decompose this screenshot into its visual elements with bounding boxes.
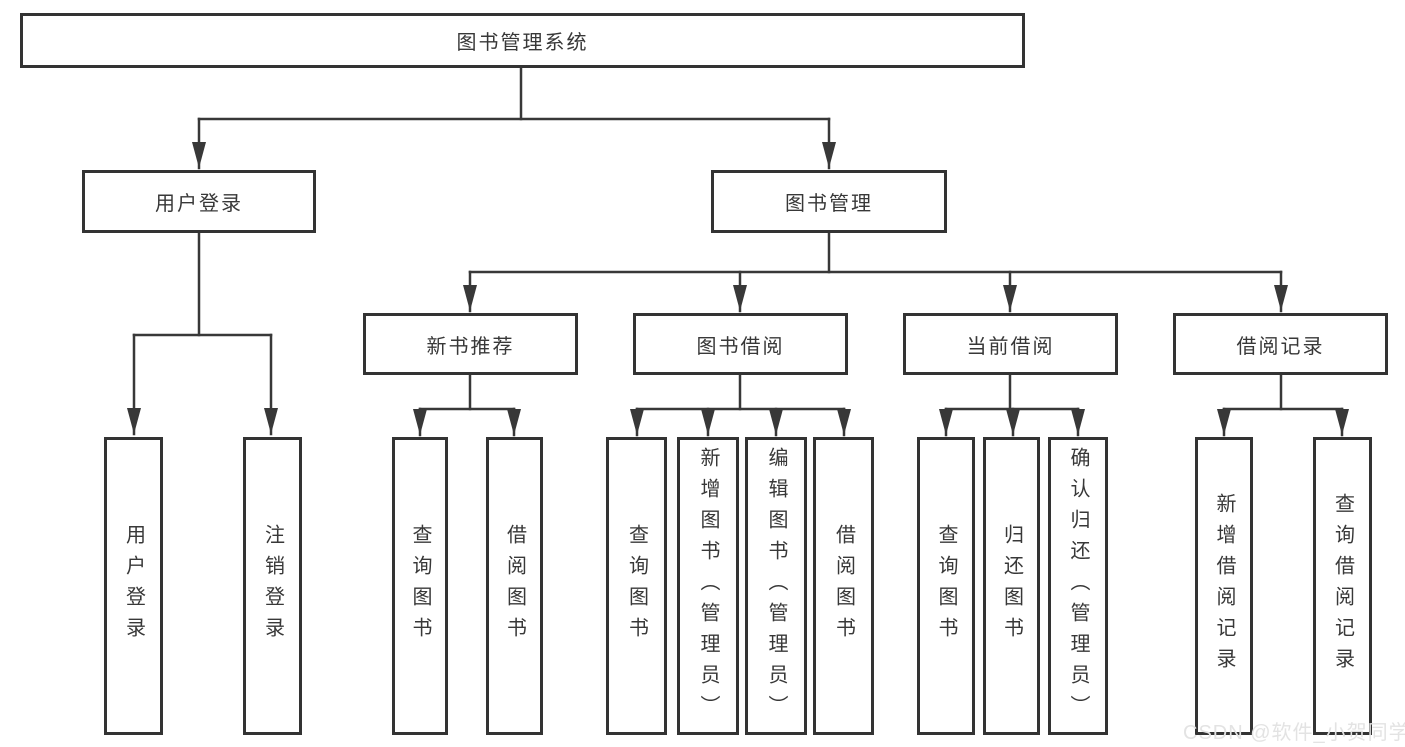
node-borrowing-records: 借阅记录 <box>1173 313 1388 375</box>
leaf-borrow-books-recommend: 借阅图书 <box>486 437 543 735</box>
leaf-user-login: 用户登录 <box>104 437 163 735</box>
leaf-query-books-recommend: 查询图书 <box>392 437 448 735</box>
leaf-add-books-admin: 新增图书（管理员） <box>677 437 739 735</box>
leaf-edit-books-admin: 编辑图书（管理员） <box>745 437 807 735</box>
node-book-management: 图书管理 <box>711 170 947 233</box>
csdn-watermark: CSDN @软件_小贺同学 <box>1183 722 1405 744</box>
node-library-system: 图书管理系统 <box>20 13 1025 68</box>
leaf-borrow-books-borrowing: 借阅图书 <box>813 437 874 735</box>
leaf-confirm-return-admin: 确认归还（管理员） <box>1048 437 1108 735</box>
leaf-add-borrow-record: 新增借阅记录 <box>1195 437 1253 735</box>
node-new-book-recommend: 新书推荐 <box>363 313 578 375</box>
node-user-login: 用户登录 <box>82 170 316 233</box>
leaf-query-books-current: 查询图书 <box>917 437 975 735</box>
leaf-query-borrow-record: 查询借阅记录 <box>1313 437 1372 735</box>
node-book-borrowing: 图书借阅 <box>633 313 848 375</box>
leaf-logout: 注销登录 <box>243 437 302 735</box>
node-current-borrowing: 当前借阅 <box>903 313 1118 375</box>
leaf-query-books-borrowing: 查询图书 <box>606 437 667 735</box>
leaf-return-books: 归还图书 <box>983 437 1040 735</box>
